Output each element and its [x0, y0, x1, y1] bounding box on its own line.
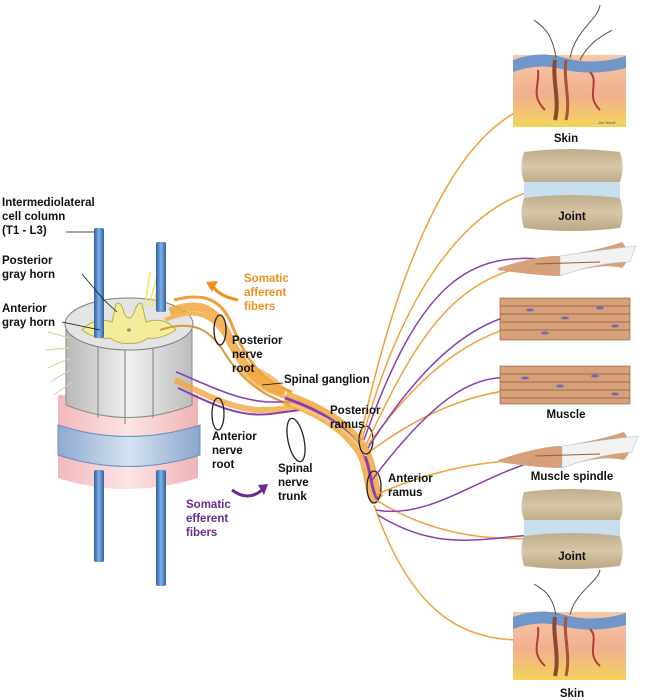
gray-matter — [81, 302, 177, 344]
skin-top: Jim Woolf — [513, 4, 626, 127]
spinal-ganglion-label: Spinal ganglion — [284, 374, 370, 386]
joint-bottom — [521, 489, 623, 569]
anterior-gray-horn-label: Anterior gray horn — [2, 303, 55, 329]
afferent-arrow-head — [206, 281, 218, 292]
muscle-spindle-label: Muscle spindle — [531, 471, 613, 483]
intermediolateral-label: Intermediolateral cell column (T1 - L3) — [2, 197, 98, 237]
skin-top-label: Skin — [554, 133, 578, 145]
spinal-cord — [45, 228, 201, 586]
anterior-ramus-ring — [366, 470, 382, 504]
trunk-ring — [286, 417, 306, 463]
anterior-root-ring — [211, 397, 225, 431]
spinal-nerve-trunk-label: Spinal nerve trunk — [278, 463, 316, 503]
nerve-roots — [159, 295, 384, 505]
posterior-ramus-label: Posterior ramus — [330, 405, 384, 431]
posterior-gray-horn-label: Posterior gray horn — [2, 255, 56, 281]
posterior-nerve-root-label: Posterior nerve root — [232, 335, 286, 375]
vessel-right — [156, 242, 166, 312]
efferent-arrow — [231, 488, 263, 498]
posterior-root-ring — [213, 314, 227, 346]
afferent-arrow — [210, 284, 239, 302]
somatic-efferent-label: Somatic efferent fibers — [186, 499, 234, 539]
anterior-nerve-root-label: Anterior nerve root — [212, 431, 260, 471]
artist-signature: Jim Woolf — [598, 120, 616, 125]
muscle-spindle-top — [498, 242, 637, 277]
somatic-afferent-label: Somatic afferent fibers — [244, 273, 292, 313]
skin-bottom-label: Skin — [560, 688, 584, 700]
joint-bottom-label: Joint — [558, 551, 586, 563]
joint-top — [521, 149, 623, 231]
joint-top-label: Joint — [558, 211, 586, 223]
skin-bottom — [513, 569, 626, 680]
anterior-ramus-label: Anterior ramus — [388, 473, 436, 499]
vessel-left — [94, 228, 104, 338]
efferent-arrow-head — [258, 484, 268, 495]
muscle-block-lower — [499, 365, 631, 405]
muscle-spindle-bottom — [498, 432, 639, 469]
muscle-label: Muscle — [547, 409, 586, 421]
muscle-block-upper — [499, 297, 631, 341]
